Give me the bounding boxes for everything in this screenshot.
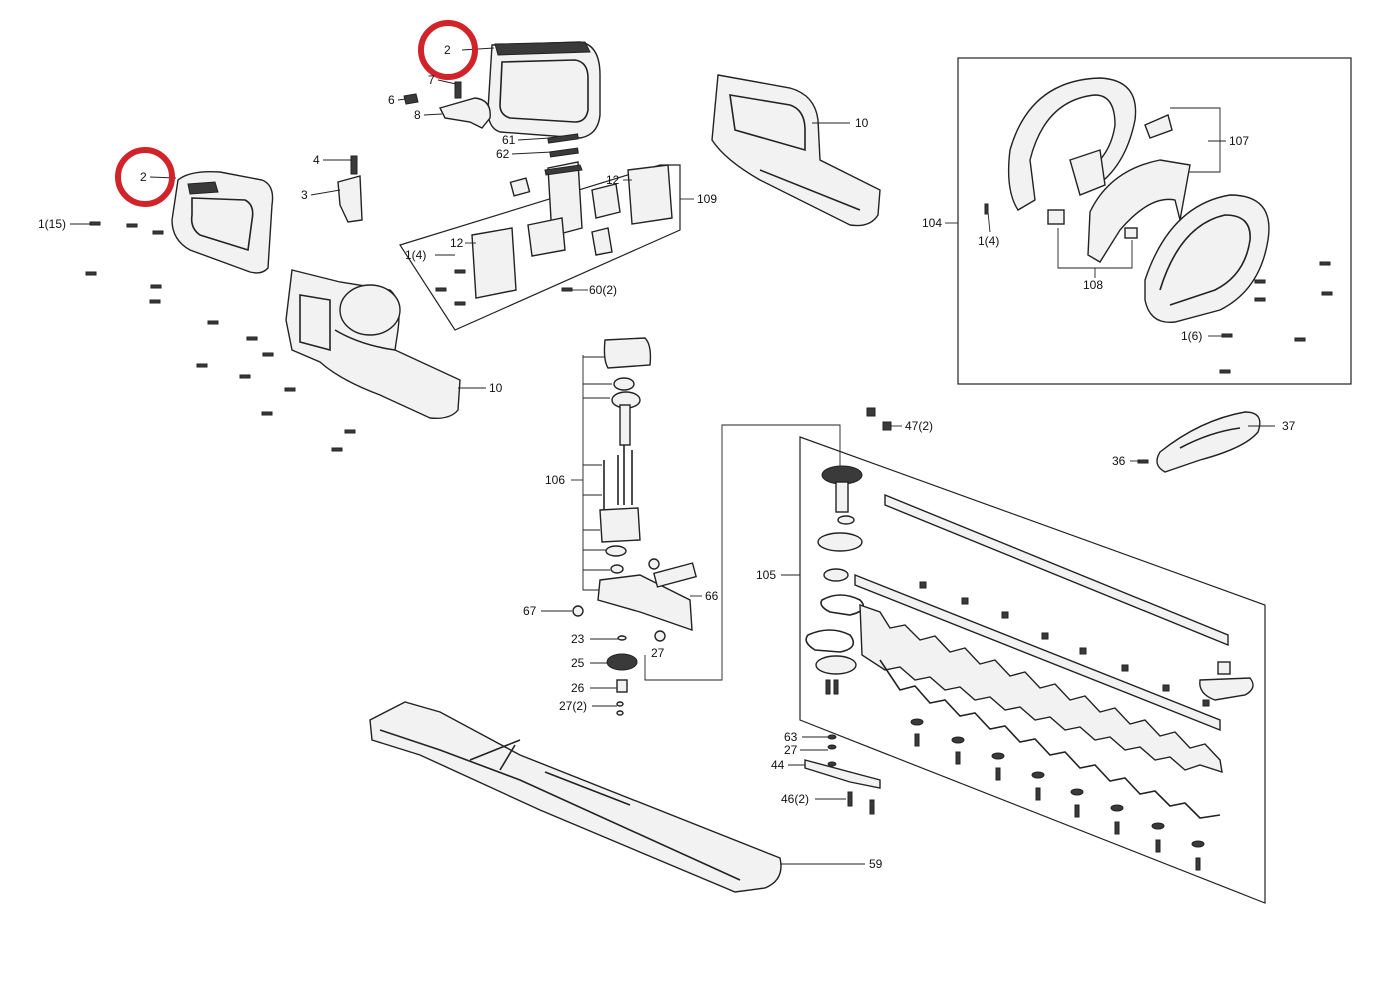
label-handle-left: 2 [140,170,147,184]
label-part-67: 67 [523,604,537,618]
motor-bracket-lines [582,355,600,591]
label-board-12b: 12 [450,236,464,250]
cutting-blades[interactable] [859,603,1223,819]
blade-tip-guard[interactable] [1156,411,1261,473]
highlight-circle-top [418,20,478,80]
label-motor-106: 106 [545,473,565,487]
label-housing-right: 10 [855,116,869,130]
label-part-63: 63 [784,730,798,744]
trigger-part[interactable] [438,81,491,129]
label-screws-1-15: 1(15) [38,217,66,231]
mounting-plate[interactable] [804,759,881,789]
blade-bar[interactable] [854,493,1229,732]
circuit-board-parts[interactable] [471,161,673,299]
label-pad-62: 62 [496,147,510,161]
label-board-assy-109: 109 [697,192,717,206]
switch-107-bracket [1170,107,1221,173]
label-screws-1-4-right: 1(4) [978,234,999,248]
label-spring-7: 7 [428,73,435,87]
label-gear-25: 25 [571,656,585,670]
motor-housing-right[interactable] [711,74,881,227]
motor-bracket-ticks [583,356,612,571]
label-trigger-8: 8 [414,108,421,122]
label-handle-front: 2 [444,43,451,57]
pad-61-part[interactable] [547,133,579,144]
label-spring-4: 4 [313,153,320,167]
motor-housing-left[interactable] [285,269,461,420]
front-handle-assembly-box [957,57,1352,385]
motor-assembly[interactable] [572,337,697,642]
label-screws-1-6: 1(6) [1181,329,1202,343]
label-switch-108: 108 [1083,278,1103,292]
label-housing-left: 10 [489,381,503,395]
label-plate-44: 44 [771,758,785,772]
clip-part[interactable] [403,93,419,105]
label-screws-60: 60(2) [589,283,617,297]
label-front-handle-104: 104 [922,216,942,230]
pad-62-part[interactable] [549,147,579,158]
label-blade-assy-105: 105 [756,568,776,582]
blade-tip-parts[interactable] [1199,661,1254,701]
front-handle-switch-parts[interactable] [1047,114,1191,263]
blade-bolts [910,581,1210,871]
label-screws-47: 47(2) [905,419,933,433]
leader-lines [70,47,1275,865]
front-handle-right-half[interactable] [1144,194,1270,324]
label-screws-1-4-center: 1(4) [405,248,426,262]
label-part-27b: 27 [784,743,798,757]
label-cover-59: 59 [869,857,883,871]
label-clip-6: 6 [388,93,395,107]
gear-stack[interactable] [606,635,638,716]
gear-link-line [644,424,841,681]
blade-gear-stack[interactable] [805,465,865,675]
label-board-12a: 12 [606,173,620,187]
blade-cover[interactable] [369,701,782,893]
front-handle-left-half[interactable] [1007,77,1137,211]
label-part-27a: 27 [651,646,665,660]
label-screws-46: 46(2) [781,792,809,806]
switch-3-part[interactable] [337,155,363,223]
label-part-66: 66 [705,589,719,603]
label-part-27-2: 27(2) [559,699,587,713]
label-switch-3: 3 [301,188,308,202]
board-assembly-box [399,164,681,331]
label-guard-37: 37 [1282,419,1296,433]
label-part-26: 26 [571,681,585,695]
rear-handle-front-view[interactable] [487,41,601,139]
label-pad-61: 61 [502,133,516,147]
rear-handle-side-view[interactable] [171,170,274,274]
blade-assembly-box [799,436,1266,904]
label-switch-107: 107 [1229,134,1249,148]
label-part-23: 23 [571,632,585,646]
highlight-circle-left [115,147,175,207]
label-screw-36: 36 [1112,454,1126,468]
